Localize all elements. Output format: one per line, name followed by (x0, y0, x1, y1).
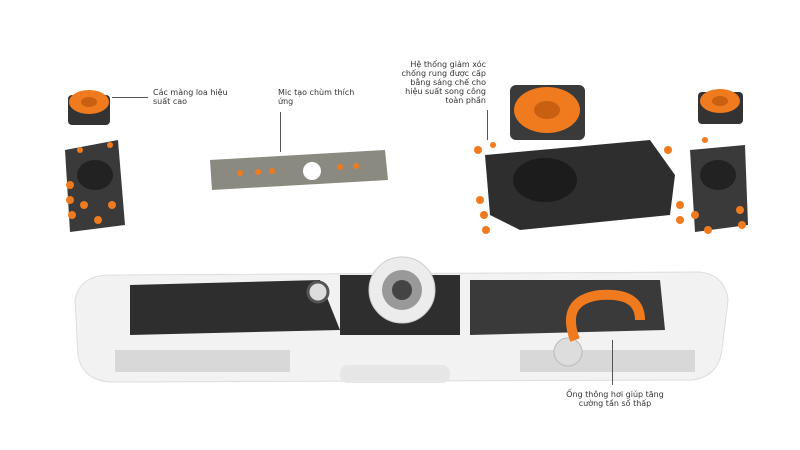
suspension-label: Hệ thống giảm xóc chống rung được cấp bằ… (401, 60, 486, 105)
right-speaker-driver (698, 89, 743, 124)
camera-module (306, 256, 436, 324)
bass-port-tube (566, 289, 645, 342)
left-speaker-housing (65, 140, 125, 232)
mic-label: Mic tạo chùm thích ứng (278, 88, 355, 106)
center-enclosure (474, 140, 675, 234)
drivers-leader-line (112, 97, 148, 98)
left-speaker-driver (68, 90, 110, 125)
suspension-leader-line (487, 110, 488, 140)
mic-array-pcb (210, 150, 388, 190)
bass-port-label: Ống thông hơi giúp tăng cường tần số thấ… (566, 390, 664, 408)
drivers-label: Các màng loa hiệu suất cao (153, 88, 228, 106)
soundbar-body (74, 271, 729, 383)
center-speaker-driver (510, 85, 585, 140)
right-speaker-housing (676, 137, 748, 234)
mic-leader-line (280, 112, 281, 152)
bass-port-leader-line (612, 340, 613, 385)
